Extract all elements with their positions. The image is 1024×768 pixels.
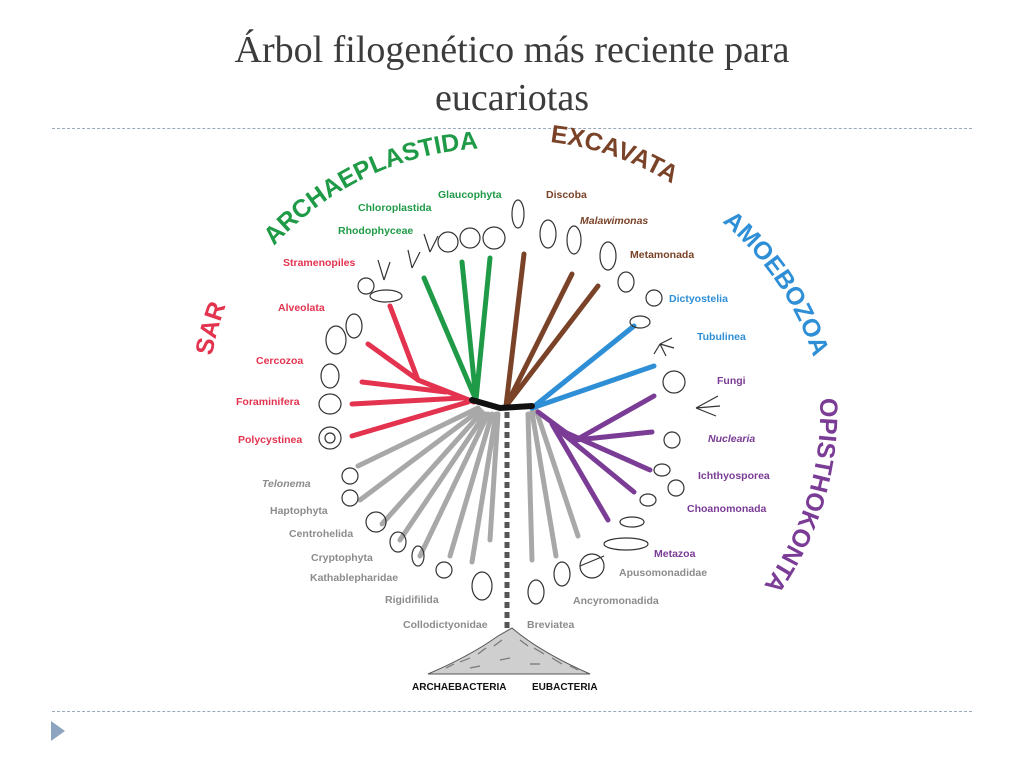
label-dictyostelia: Dictyostelia xyxy=(669,293,728,305)
label-chloroplastida: Chloroplastida xyxy=(358,202,432,214)
label-ichthyosporea: Ichthyosporea xyxy=(698,470,770,482)
label-choanomonada: Choanomonada xyxy=(687,503,766,515)
excavata-branches xyxy=(503,251,601,409)
prokaryote-base-texture xyxy=(445,639,579,671)
slide-title: Árbol filogenético más reciente para euc… xyxy=(60,26,964,122)
root-junction xyxy=(469,397,535,412)
amoebozoa-branches xyxy=(529,323,657,411)
label-kathablepharidae: Kathablepharidae xyxy=(310,572,398,584)
label-centrohelida: Centrohelida xyxy=(289,528,353,540)
label-stramenopiles: Stramenopiles xyxy=(283,257,356,269)
label-malawimonas: Malawimonas xyxy=(580,215,648,227)
other-lineage-branches xyxy=(355,405,581,565)
label-polycystinea: Polycystinea xyxy=(238,434,302,446)
label-metazoa: Metazoa xyxy=(654,548,696,560)
title-line-1: Árbol filogenético más reciente para xyxy=(234,29,790,71)
supergroup-sar: SAR xyxy=(190,298,231,357)
label-apusomonadidae: Apusomonadidae xyxy=(619,567,707,579)
label-breviatea: Breviatea xyxy=(527,619,574,631)
sar-branches xyxy=(349,303,477,439)
label-telonema: Telonema xyxy=(262,478,311,490)
label-fungi: Fungi xyxy=(717,375,746,387)
label-nuclearia: Nuclearia xyxy=(708,433,755,445)
archaeplastida-branches xyxy=(421,255,493,403)
label-glaucophyta: Glaucophyta xyxy=(438,189,502,201)
label-eubacteria: EUBACTERIA xyxy=(532,682,598,693)
label-ancyromonadida: Ancyromonadida xyxy=(573,595,659,607)
label-metamonada: Metamonada xyxy=(630,249,694,261)
label-rigidifilida: Rigidifilida xyxy=(385,594,439,606)
label-archaebacteria: ARCHAEBACTERIA xyxy=(412,682,506,693)
label-collodictyonidae: Collodictyonidae xyxy=(403,619,488,631)
label-discoba: Discoba xyxy=(546,189,587,201)
label-cryptophyta: Cryptophyta xyxy=(311,552,373,564)
organism-sketch-icon xyxy=(318,199,721,605)
label-haptophyta: Haptophyta xyxy=(270,505,328,517)
supergroup-opisthokonta: OPISTHOKONTA xyxy=(759,398,843,598)
prokaryote-base-mound xyxy=(427,627,591,675)
top-divider xyxy=(52,128,972,129)
supergroup-excavata: EXCAVATA xyxy=(549,120,683,189)
label-rhodophyceae: Rhodophyceae xyxy=(338,225,413,237)
label-alveolata: Alveolata xyxy=(278,302,325,314)
label-foraminifera: Foraminifera xyxy=(236,396,300,408)
opisthokonta-branches xyxy=(535,393,657,523)
title-line-2: eucariotas xyxy=(434,77,590,119)
next-slide-arrow-icon[interactable] xyxy=(51,721,65,741)
label-cercozoa: Cercozoa xyxy=(256,355,303,367)
bottom-divider xyxy=(52,711,972,712)
label-tubulinea: Tubulinea xyxy=(697,331,746,343)
